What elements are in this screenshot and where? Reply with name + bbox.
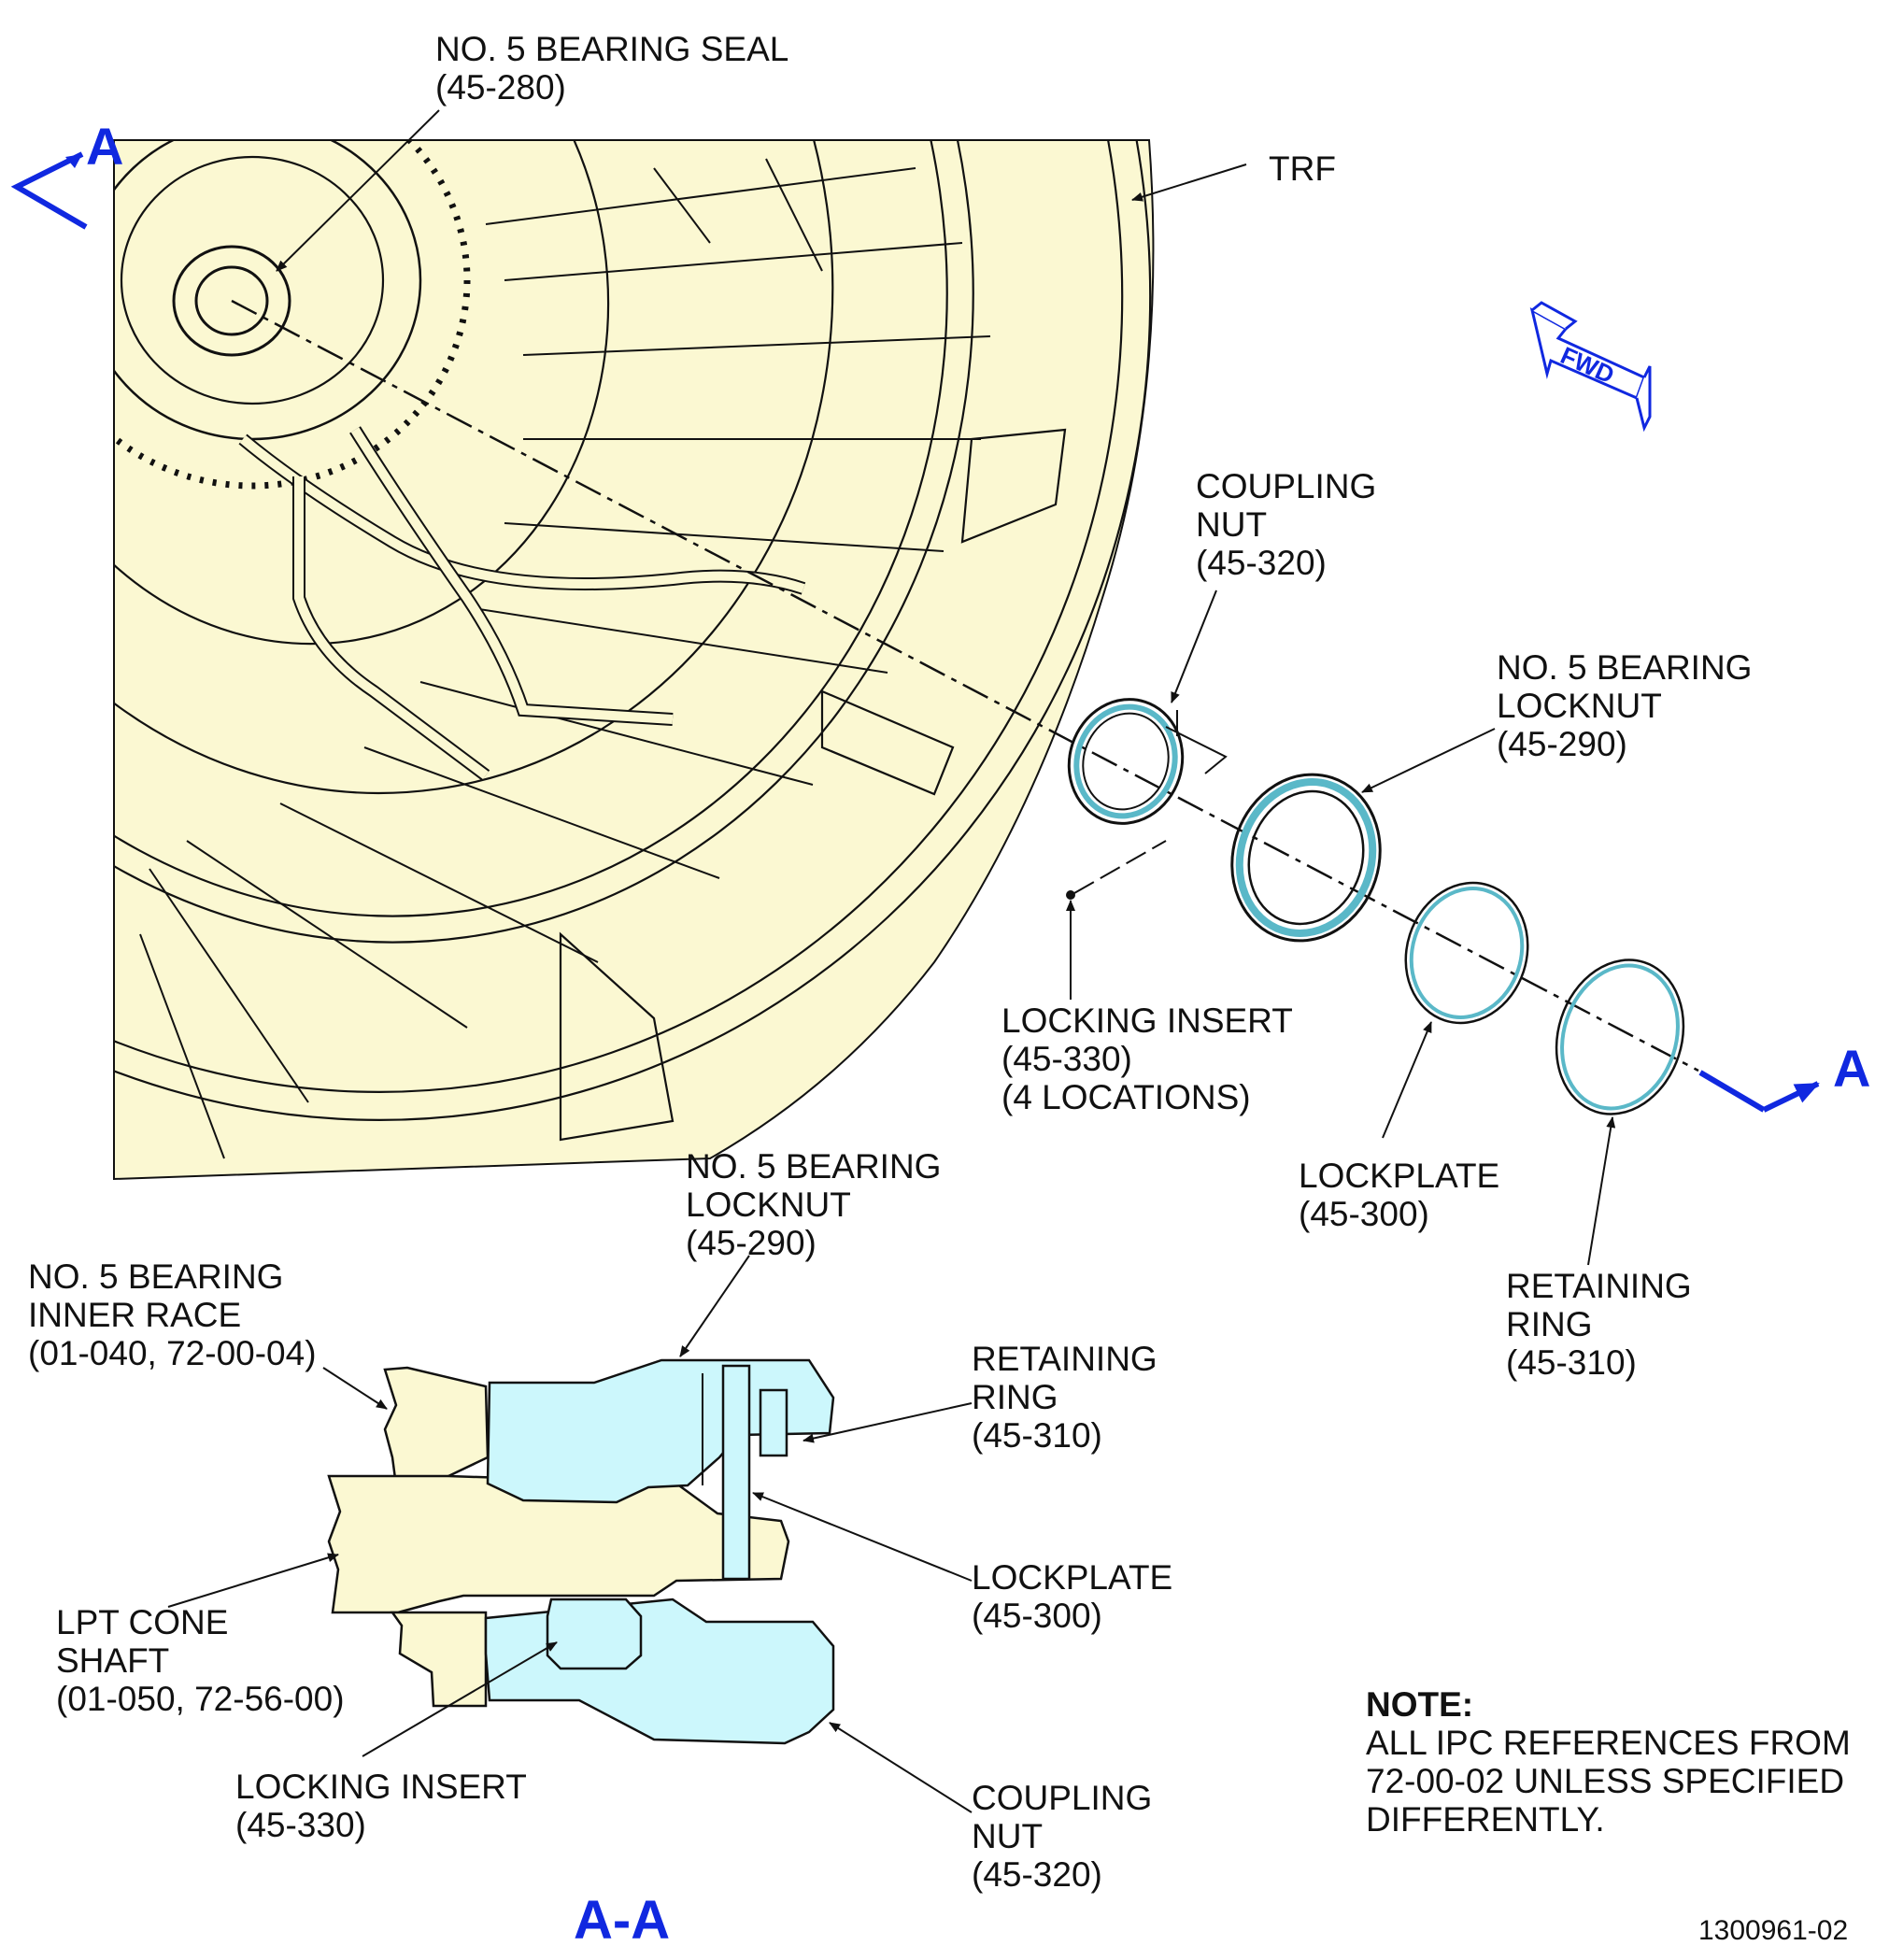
- leader-retaining-ring-top: [1587, 1116, 1616, 1266]
- fwd-arrow-icon: [1529, 301, 1652, 433]
- section-aa: [327, 1358, 835, 1745]
- leader-trf: [1131, 163, 1247, 202]
- label-lockplate-top: LOCKPLATE(45-300): [1299, 1157, 1500, 1233]
- coupling-nut-part: [1067, 698, 1185, 825]
- note-line: 72-00-02 UNLESS SPECIFIED: [1366, 1762, 1845, 1800]
- leader-coupling-nut-top: [1171, 589, 1217, 703]
- figure-number: 1300961-02: [1698, 1915, 1849, 1946]
- vanes: [139, 158, 991, 1159]
- right-strut: [960, 428, 1067, 544]
- leader-inner-race-sec: [322, 1367, 388, 1410]
- section-letter-top-left: A: [86, 117, 123, 176]
- retaining-ring-part: [1555, 959, 1685, 1115]
- engine-fill: [113, 139, 1155, 1181]
- frame-outer-ring: [114, 140, 1152, 1121]
- locking-insert-marker: [1066, 710, 1228, 900]
- center-axis-line: [231, 299, 1699, 1072]
- section-marker-top-left: [10, 151, 88, 230]
- label-bearing-seal: NO. 5 BEARING SEAL(45-280): [435, 30, 789, 107]
- coupling-nut-section: [484, 1598, 835, 1745]
- bolt-circle: [114, 140, 471, 490]
- section-title: A-A: [574, 1890, 671, 1951]
- label-lockplate-sec: LOCKPLATE(45-300): [972, 1558, 1173, 1635]
- bearing-seal-inner: [194, 265, 269, 336]
- lower-strut: [559, 931, 675, 1142]
- leader-lockplate-sec: [752, 1492, 973, 1582]
- leader-retaining-ring-sec: [802, 1402, 973, 1443]
- locking-insert-section: [546, 1598, 643, 1670]
- leader-coupling-nut-sec: [829, 1722, 973, 1813]
- leader-locknut-sec: [679, 1255, 750, 1357]
- leader-locking-insert-sec: [362, 1641, 558, 1757]
- leader-bearing-seal: [276, 109, 440, 272]
- inner-race-shape: [383, 1366, 490, 1489]
- fwd-label: FWD: [1556, 341, 1618, 389]
- hub-flange-inner: [120, 155, 385, 405]
- leader-locknut-top: [1361, 728, 1496, 793]
- leader-lockplate-top: [1382, 1021, 1432, 1139]
- frame-mid-ring-2: [114, 140, 948, 917]
- note-line: ALL IPC REFERENCES FROM: [1366, 1724, 1851, 1762]
- engine-view: [113, 139, 1699, 1181]
- oil-tube-2-fill: [294, 476, 489, 779]
- leader-lines: [167, 109, 1616, 1813]
- lower-strut-2: [820, 689, 955, 796]
- lockplate-part: [1404, 881, 1529, 1025]
- locknut-part: [1230, 773, 1382, 943]
- frame-inner-ring: [114, 140, 834, 794]
- bearing-seal-outer: [172, 245, 291, 357]
- frame-outer-ring-2: [114, 140, 1124, 1093]
- note-block: NOTE: ALL IPC REFERENCES FROM 72-00-02 U…: [1366, 1685, 1851, 1839]
- section-marker-right: [1698, 1070, 1820, 1113]
- label-locking-insert-top: LOCKING INSERT(45-330)(4 LOCATIONS): [1001, 1001, 1293, 1116]
- section-letter-right: A: [1833, 1039, 1870, 1098]
- frame-hub-ring: [114, 140, 610, 646]
- label-locking-insert-sec: LOCKING INSERT(45-330): [235, 1768, 527, 1844]
- frame-mid-ring: [114, 140, 974, 944]
- note-line: DIFFERENTLY.: [1366, 1800, 1605, 1839]
- oil-tube-3-fill: [350, 427, 674, 724]
- retaining-ring-section: [759, 1388, 788, 1457]
- lockplate-section: [721, 1364, 751, 1581]
- oil-tube-1-fill: [239, 435, 805, 593]
- leader-lpt-shaft-sec: [167, 1553, 339, 1608]
- label-trf: TRF: [1269, 149, 1336, 188]
- note-title: NOTE:: [1366, 1685, 1474, 1724]
